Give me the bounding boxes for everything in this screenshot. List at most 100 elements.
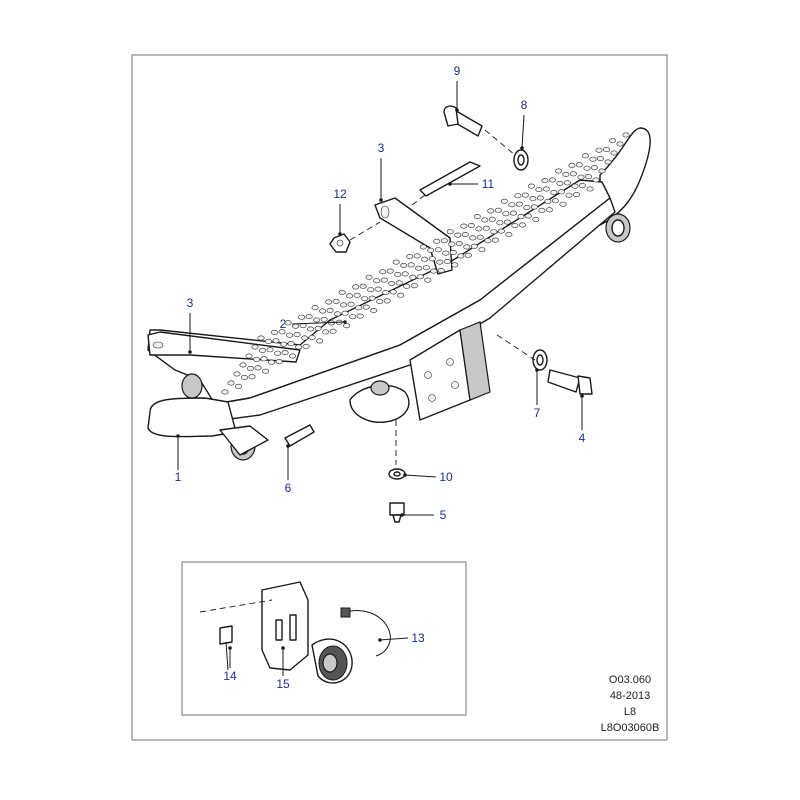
perforation-hole	[496, 220, 504, 226]
perforation-hole	[488, 216, 496, 222]
perforation-hole	[326, 307, 334, 313]
perforation-hole	[548, 177, 556, 183]
perforation-hole	[475, 226, 483, 232]
perforation-hole	[289, 353, 297, 359]
perforation-hole	[421, 256, 429, 262]
callout-dot-7	[535, 368, 539, 372]
perforation-hole	[413, 253, 421, 259]
perforation-hole	[442, 250, 450, 256]
callout-3: 3	[378, 141, 385, 155]
perforation-hole	[569, 171, 577, 177]
perforation-hole	[514, 193, 522, 199]
perforation-hole	[380, 277, 388, 283]
perforation-hole	[325, 299, 333, 305]
perforation-hole	[518, 222, 526, 228]
perforation-hole	[428, 256, 436, 262]
ref-line-2: 48-2013	[610, 690, 650, 702]
perforation-hole	[386, 268, 394, 274]
perforation-hole	[329, 328, 337, 334]
perforation-hole	[346, 293, 354, 299]
perforation-hole	[361, 296, 369, 302]
perforation-hole	[559, 201, 567, 207]
perforation-hole	[278, 329, 286, 335]
bolt-9	[443, 105, 483, 137]
callout-dot-15	[281, 646, 285, 650]
perforation-hole	[521, 192, 529, 198]
perforation-hole	[595, 147, 603, 153]
callout-dot-6	[286, 444, 290, 448]
perforation-hole	[301, 335, 309, 341]
callout-dot-3	[188, 350, 192, 354]
perforation-hole	[338, 289, 346, 295]
perforation-hole	[251, 344, 259, 350]
callout-13: 13	[411, 631, 425, 645]
ref-line-1: O03.060	[609, 674, 651, 686]
perforation-hole	[457, 253, 465, 259]
perforation-hole	[610, 150, 618, 156]
perforation-hole	[461, 232, 469, 238]
perforation-hole	[248, 374, 256, 380]
perforation-hole	[376, 298, 384, 304]
perforation-hole	[470, 243, 478, 249]
perforation-hole	[578, 183, 586, 189]
washer-7	[532, 349, 548, 371]
perforation-hole	[295, 344, 303, 350]
perforation-hole	[463, 244, 471, 250]
callout-dot-3	[379, 198, 383, 202]
perforation-hole	[313, 317, 321, 323]
ref-line-3: L8	[624, 706, 636, 718]
callout-leader-2	[291, 321, 346, 325]
perforation-hole	[577, 174, 585, 180]
perforation-hole	[571, 183, 579, 189]
perforation-hole	[478, 247, 486, 253]
perforation-hole	[604, 159, 612, 165]
perforation-hole	[563, 180, 571, 186]
perforation-hole	[253, 356, 261, 362]
perforation-hole	[254, 365, 262, 371]
perforation-hole	[622, 132, 630, 138]
perforation-hole	[427, 247, 435, 253]
perforation-hole	[523, 205, 531, 211]
perforation-hole	[416, 274, 424, 280]
perforation-hole	[258, 347, 266, 353]
perforation-hole	[281, 350, 289, 356]
bolt-4	[547, 369, 593, 395]
perforation-hole	[397, 292, 405, 298]
perforation-hole	[491, 237, 499, 243]
bolt-5	[389, 502, 405, 523]
perforation-hole	[400, 262, 408, 268]
callout-dot-1	[176, 434, 180, 438]
callout-dot-8	[520, 146, 524, 150]
perforation-hole	[419, 244, 427, 250]
callout-1: 1	[175, 470, 182, 484]
perforation-hole	[355, 305, 363, 311]
callout-dot-5	[400, 513, 404, 517]
perforation-hole	[349, 314, 357, 320]
perforation-hole	[460, 223, 468, 229]
perforation-hole	[557, 189, 565, 195]
perforation-hole	[407, 262, 415, 268]
perforation-hole	[241, 374, 249, 380]
perforation-hole	[332, 298, 340, 304]
callout-3: 3	[187, 296, 194, 310]
perforation-hole	[247, 365, 255, 371]
perforation-hole	[436, 259, 444, 265]
perforation-hole	[280, 341, 288, 347]
perforation-hole	[592, 177, 600, 183]
callout-14: 14	[223, 669, 237, 683]
perforation-hole	[260, 356, 268, 362]
perforation-hole	[575, 162, 583, 168]
perforation-hole	[293, 332, 301, 338]
perforation-hole	[532, 216, 540, 222]
perforation-hole	[307, 326, 315, 332]
bolt-11	[419, 161, 481, 197]
perforation-hole	[302, 343, 310, 349]
perforation-hole	[589, 156, 597, 162]
washer-10	[388, 468, 406, 480]
callout-9: 9	[454, 64, 461, 78]
callout-leader-10	[404, 474, 437, 478]
perforation-hole	[572, 192, 580, 198]
perforation-hole	[562, 171, 570, 177]
perforation-hole	[524, 213, 532, 219]
